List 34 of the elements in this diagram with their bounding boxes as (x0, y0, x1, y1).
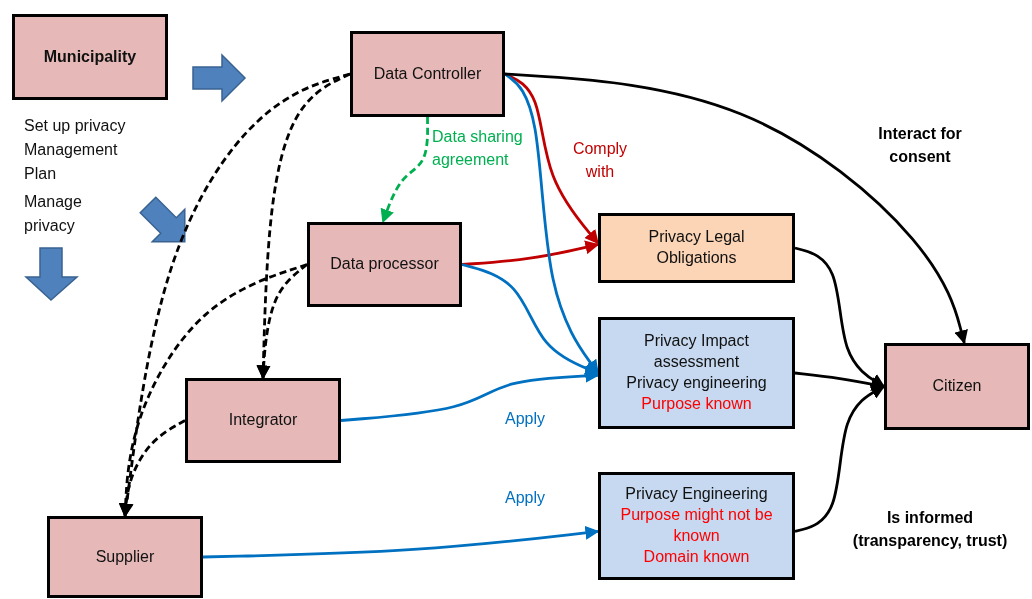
role-box (47, 516, 203, 598)
note-text: Manage privacy (24, 192, 83, 236)
connector-arrow (119, 419, 186, 518)
note-text: Set up privacy Management Plan (24, 116, 127, 184)
connector-arrow (202, 525, 600, 559)
box-label: Purpose known (641, 393, 752, 414)
organization-box (12, 14, 168, 100)
connector-arrow (256, 263, 308, 380)
obligation-box (598, 213, 795, 283)
box-label: Data Controller (373, 63, 482, 84)
connector-arrow (794, 246, 886, 388)
role-box (350, 31, 505, 117)
connector-arrow (461, 263, 600, 375)
practice-box (598, 317, 795, 429)
role-box (185, 378, 341, 463)
box-label: Privacy Legal Obligations (647, 227, 746, 268)
connector-arrow (340, 368, 600, 422)
box-label: Integrator (228, 410, 298, 431)
box-label: Privacy Engineering (625, 484, 768, 505)
box-label: Citizen (932, 376, 982, 397)
box-label: Domain known (643, 546, 750, 567)
box-label: Purpose might not be known (619, 505, 774, 546)
box-label: Supplier (95, 546, 155, 567)
role-box (307, 222, 462, 307)
connector-arrow (794, 385, 886, 533)
connector-arrow (504, 72, 968, 345)
box-label: Privacy Impact assessment (643, 331, 750, 373)
connector-arrow (461, 240, 600, 266)
connector-arrow (380, 117, 429, 224)
practice-box (598, 472, 795, 580)
box-label: Data processor (330, 254, 439, 275)
box-label: Privacy engineering (626, 373, 767, 393)
box-label: Municipality (43, 46, 137, 67)
citizen-box (884, 343, 1030, 430)
